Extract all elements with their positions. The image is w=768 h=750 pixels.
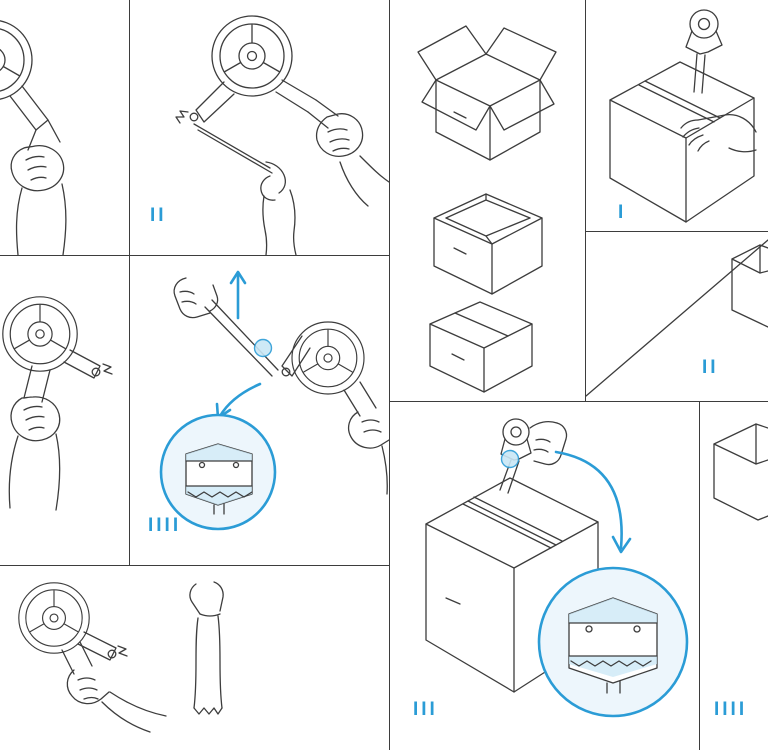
dispenser-frame [281,335,377,417]
panel-dispenser-grip [0,0,129,255]
panel-step-1-right: I [586,0,768,231]
taping-box-seam-icon [425,418,689,718]
tape-strip-icon [193,615,223,715]
open-box-icon [417,25,557,161]
large-box-edge-icon [586,239,768,397]
gripping-hand-icon [66,669,167,733]
box-folding-stages-icon [417,25,557,393]
arrow-up-icon [229,270,247,320]
panel-border [586,231,768,232]
tape-dispenser-icon [685,9,723,94]
tape-roll-icon [0,19,33,101]
panel-step-2-right: II [586,232,768,401]
panel-box-stages [390,0,585,401]
step-label: II [702,357,719,378]
fist-hand-icon [8,396,61,511]
step-label: III [413,699,438,720]
box-corner-partial-icon [713,423,768,521]
step-label: I [618,202,627,223]
dispenser-frame [9,85,61,151]
box-corner-icon [713,423,768,521]
closed-box-icon [609,61,755,223]
box-bottom-detail-icon [185,443,253,515]
dispenser-frame [61,631,128,675]
dispenser-and-tape-strip-icon [18,581,224,733]
pulling-hand-icon [173,277,219,319]
curved-arrow-icon [554,450,632,554]
step-label: IIII [714,699,748,720]
panel-border [0,565,390,566]
step-label: II [150,205,167,226]
box-edge-line [586,239,768,397]
tape-strand [193,123,273,174]
step-label: IIII [148,515,182,536]
gripping-hand-icon [315,113,389,207]
box-bottom-detail-icon [568,597,658,694]
pulling-tape-from-dispenser-icon [175,15,389,255]
box-corner-icon [731,244,768,328]
gripping-hand-icon [347,411,389,495]
panel-border [390,401,768,402]
panel-step-3-right: III [390,402,699,750]
tape-roll-icon [18,582,90,654]
panel-border [389,0,390,750]
panel-step-2-left: II [130,0,389,255]
highlight-dot [500,449,520,469]
taping-closed-box-icon [609,9,757,223]
hand-holding-strip-icon [189,581,224,617]
panel-border [129,0,130,566]
threading-tape-upward-icon [159,270,389,531]
curved-arrow-icon [215,382,262,420]
dispenser-frame [23,349,113,403]
fist-hand-icon [10,145,67,255]
holding-tape-dispenser-icon [2,296,113,511]
panel-step-4-left: IIII [130,256,389,565]
dispenser-frame [175,79,339,129]
tape-strand [204,299,279,377]
panel-border [585,0,586,402]
pinching-hand-icon [260,161,297,255]
hand-on-box-icon [680,114,757,153]
panel-dispenser-hold [0,256,129,565]
panel-step-4-right: IIII [700,402,768,750]
panel-border [699,402,700,750]
panel-tape-strip [0,566,389,750]
panel-border [0,255,390,256]
half-closed-box-icon [433,193,543,295]
hand-with-dispenser-icon [499,418,568,494]
tape-roll-icon [211,15,293,97]
tape-roll-icon [2,296,78,372]
hand-gripping-tape-dispenser-icon [0,19,67,255]
closed-box-icon [429,301,533,393]
highlight-dot [253,338,273,358]
